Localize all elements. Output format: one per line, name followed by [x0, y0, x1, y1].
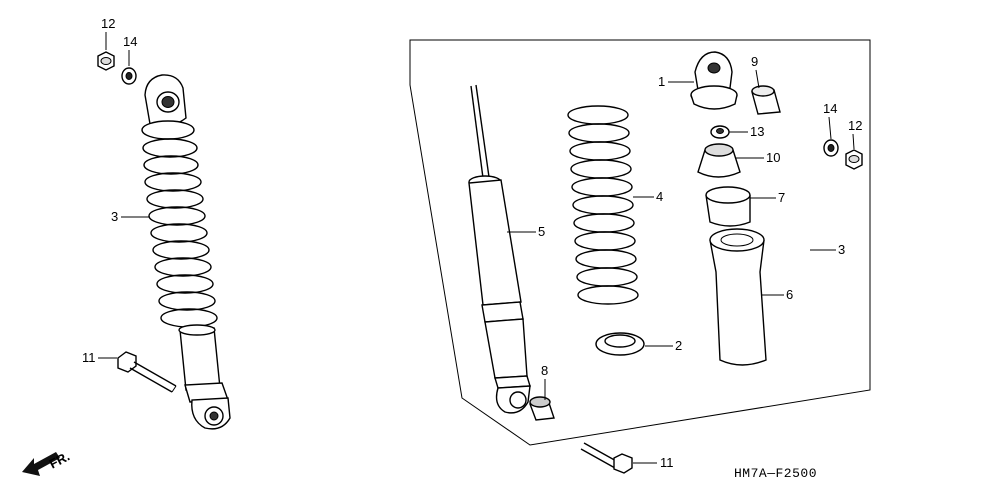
spring-coils-left	[142, 138, 218, 328]
callout-7: 7	[778, 190, 785, 205]
washer-14-left[interactable]	[121, 67, 137, 85]
callout-12-left: 12	[101, 16, 115, 31]
callout-14-right: 14	[823, 101, 837, 116]
bush-9[interactable]	[751, 85, 781, 115]
callout-9: 9	[751, 54, 758, 69]
callout-4: 4	[656, 189, 663, 204]
direction-label: FR.	[47, 448, 73, 471]
assembled-shock-absorber: FR.	[22, 51, 231, 476]
upper-joint-1[interactable]	[690, 51, 738, 110]
stopper-10[interactable]	[697, 143, 741, 178]
diagram-code: HM7A—F2500	[734, 466, 817, 481]
callout-3-right: 3	[838, 242, 845, 257]
callout-11-bottom: 11	[660, 455, 674, 470]
callout-2: 2	[675, 338, 682, 353]
bush-8[interactable]	[529, 396, 555, 421]
damper-5[interactable]	[468, 84, 531, 414]
callout-1: 1	[658, 74, 665, 89]
callout-13: 13	[750, 124, 764, 139]
bolt-11-left[interactable]	[117, 351, 177, 393]
exploded-view-frame	[409, 39, 871, 446]
nut-12-left[interactable]	[97, 51, 115, 71]
callout-14-left: 14	[123, 34, 137, 49]
spring-seat-2[interactable]	[595, 332, 645, 356]
callout-10: 10	[766, 150, 780, 165]
callout-11-left: 11	[82, 350, 96, 365]
collar-13[interactable]	[710, 125, 730, 139]
nut-12-right[interactable]	[845, 149, 863, 170]
front-direction-arrow: FR.	[22, 448, 72, 476]
callout-12-right: 12	[848, 118, 862, 133]
callout-6: 6	[786, 287, 793, 302]
bolt-11-bottom[interactable]	[580, 442, 633, 474]
washer-14-right[interactable]	[823, 139, 839, 157]
callout-3-left: 3	[111, 209, 118, 224]
callout-8: 8	[541, 363, 548, 378]
cover-6[interactable]	[709, 228, 767, 366]
spring-4[interactable]	[567, 105, 639, 305]
ring-7[interactable]	[705, 186, 751, 227]
callout-5: 5	[538, 224, 545, 239]
